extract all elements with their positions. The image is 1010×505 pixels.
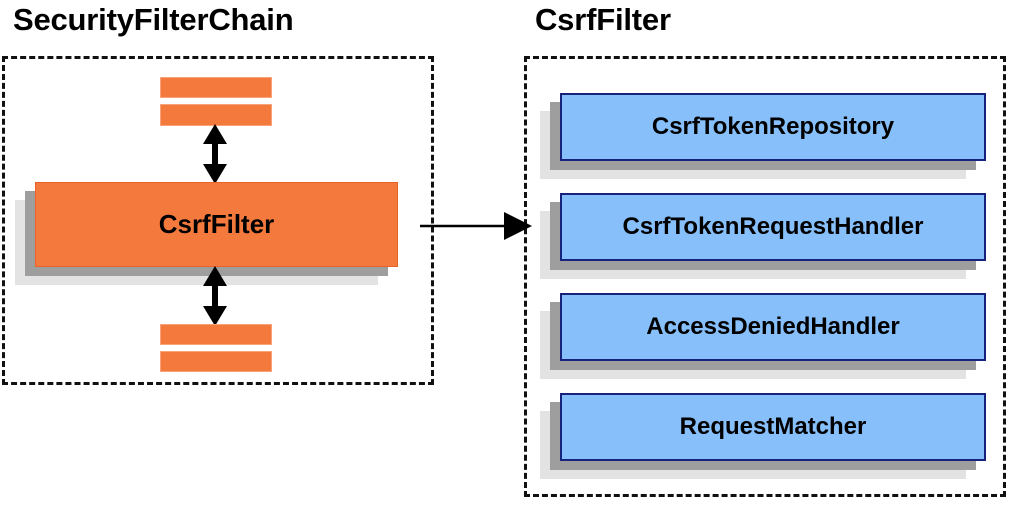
filter-bar-above-1: [160, 77, 272, 98]
collaborator-label: CsrfTokenRequestHandler: [560, 193, 986, 261]
filter-bar-above-2: [160, 104, 272, 126]
filter-bar-below-1: [160, 324, 272, 345]
security-filter-chain-container: [2, 56, 434, 385]
csrf-filter-container: [524, 56, 1006, 497]
double-arrow-down-icon: [203, 266, 227, 326]
collaborator-box-csrf-token-request-handler[interactable]: CsrfTokenRequestHandler: [540, 193, 986, 279]
csrf-filter-box[interactable]: CsrfFilter: [15, 182, 398, 285]
collaborator-label: CsrfTokenRepository: [560, 93, 986, 161]
expands-into-arrow-icon: [420, 212, 532, 240]
collaborator-box-access-denied-handler[interactable]: AccessDeniedHandler: [540, 293, 986, 379]
collaborator-box-request-matcher[interactable]: RequestMatcher: [540, 393, 986, 479]
page-title-csrf-filter: CsrfFilter: [535, 2, 671, 37]
page-title-security-filter-chain: SecurityFilterChain: [13, 2, 294, 37]
collaborator-label: RequestMatcher: [560, 393, 986, 461]
collaborator-label: AccessDeniedHandler: [560, 293, 986, 361]
filter-bar-below-2: [160, 351, 272, 372]
csrf-filter-box-label: CsrfFilter: [35, 182, 398, 267]
collaborator-box-csrf-token-repository[interactable]: CsrfTokenRepository: [540, 93, 986, 179]
double-arrow-up-icon: [203, 124, 227, 184]
